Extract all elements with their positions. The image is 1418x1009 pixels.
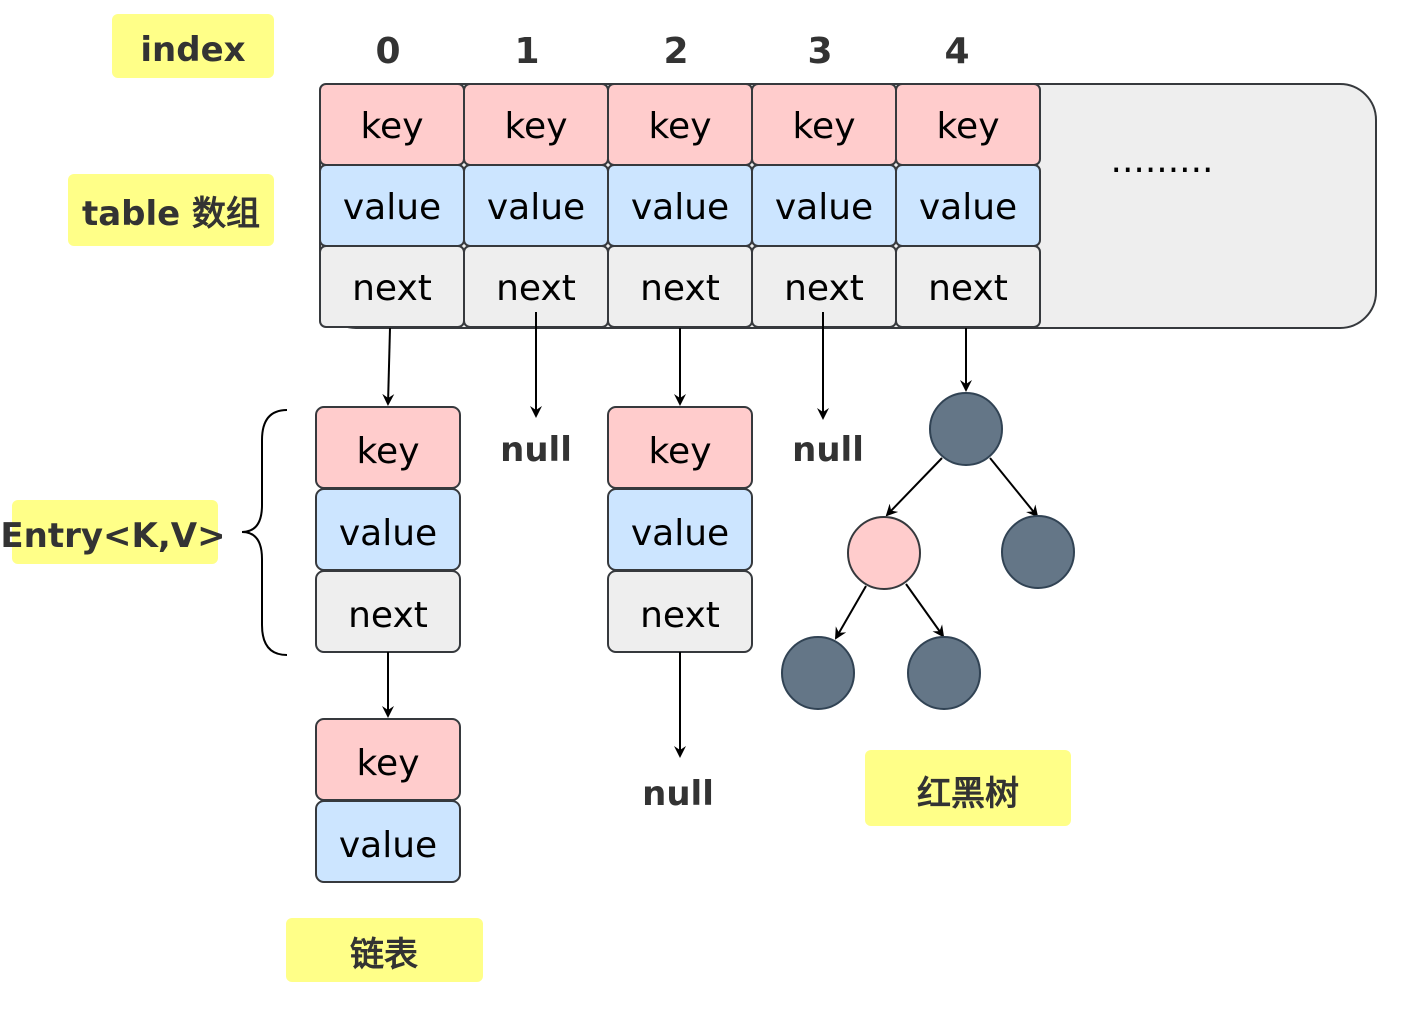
svg-text:key: key (648, 431, 711, 472)
index-label: index (112, 14, 274, 78)
null-label-bucket-1: null (500, 430, 572, 470)
svg-text:key: key (360, 106, 423, 147)
linked-list-label: 链表 (286, 918, 483, 982)
svg-text:key: key (936, 106, 999, 147)
bucket-next-cell (895, 245, 1041, 328)
red-black-tree-label: 红黑树 (865, 750, 1071, 826)
svg-text:value: value (339, 513, 437, 554)
svg-text:链表: 链表 (350, 935, 418, 975)
tree-edge-red-left (835, 585, 867, 640)
entry-label: Entry<K,V> (0, 500, 226, 564)
svg-text:key: key (504, 106, 567, 147)
svg-text:key: key (648, 106, 711, 147)
svg-text:value: value (487, 187, 585, 228)
svg-text:value: value (919, 187, 1017, 228)
index-number-0: 0 (375, 31, 400, 72)
tree-edge-root-right (989, 457, 1039, 518)
svg-text:key: key (792, 106, 855, 147)
tree-node-leaf-right (907, 636, 981, 710)
table-ellipsis: ......... (1111, 140, 1214, 181)
svg-text:next: next (640, 595, 720, 636)
tree-edge-root-left (885, 457, 943, 517)
svg-text:index: index (140, 30, 245, 70)
table-bucket-4: key value next (895, 83, 1041, 328)
entry-node-bucket-0: key value next (315, 406, 461, 653)
index-number-1: 1 (514, 31, 539, 72)
tree-node-right (1001, 515, 1075, 589)
index-number-2: 2 (663, 31, 688, 72)
table-bucket-1: key value next (463, 83, 609, 328)
entry-node-bucket-2: key value next (607, 406, 753, 653)
table-bucket-3: key value next (751, 83, 897, 328)
svg-text:value: value (775, 187, 873, 228)
svg-text:value: value (631, 513, 729, 554)
entry-brace (241, 409, 288, 656)
svg-text:value: value (631, 187, 729, 228)
table-bucket-2: key value next (607, 83, 753, 328)
tree-edge-red-right (905, 583, 945, 638)
index-number-4: 4 (944, 31, 969, 72)
svg-text:next: next (348, 595, 428, 636)
table-bucket-0: key value next (319, 83, 465, 328)
svg-text:next: next (352, 268, 432, 309)
index-number-3: 3 (807, 31, 832, 72)
entry-value-cell (315, 800, 461, 883)
svg-text:table 数组: table 数组 (82, 194, 260, 234)
entry-node-bucket-0-second: key value (315, 718, 461, 883)
null-label-bucket-3: null (792, 430, 864, 470)
svg-text:Entry<K,V>: Entry<K,V> (0, 516, 225, 556)
svg-text:value: value (339, 825, 437, 866)
arrow-bucket-0-to-entry (382, 327, 395, 406)
svg-text:next: next (928, 268, 1008, 309)
null-label-entry-2: null (642, 774, 714, 814)
svg-text:key: key (356, 431, 419, 472)
tree-node-root (929, 392, 1003, 466)
svg-text:next: next (640, 268, 720, 309)
tree-node-red (847, 516, 921, 590)
svg-text:key: key (356, 743, 419, 784)
svg-text:value: value (343, 187, 441, 228)
svg-text:next: next (496, 268, 576, 309)
svg-text:next: next (784, 268, 864, 309)
table-array-label: table 数组 (68, 174, 274, 246)
svg-text:红黑树: 红黑树 (917, 774, 1019, 814)
tree-node-leaf-left (781, 636, 855, 710)
